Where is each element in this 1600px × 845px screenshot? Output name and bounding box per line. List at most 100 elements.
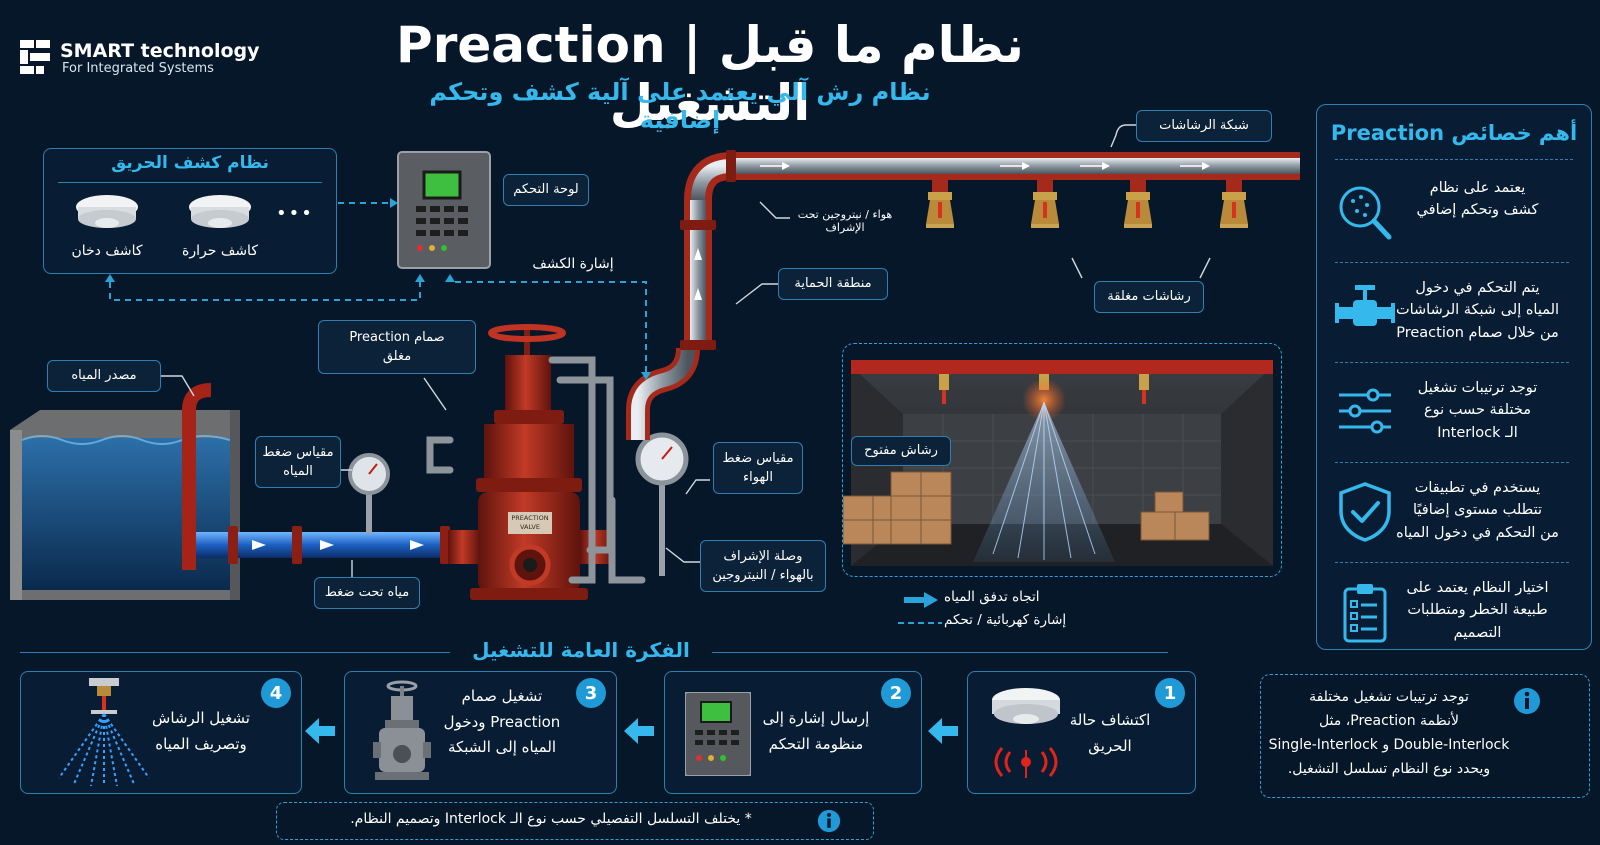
open-sprinkler-label: رشاش مفتوح: [851, 436, 951, 466]
step-line: اكتشاف حالة: [1069, 711, 1151, 729]
spraying-sprinkler-icon: [58, 678, 150, 787]
water-gauge-label-line2: المياه: [283, 464, 313, 479]
page-subtitle: نظام رش آلي يعتمد على آلية كشف وتحكم إضا…: [429, 78, 931, 134]
protected-zone-label: منطقة الحماية: [778, 268, 888, 300]
smoke-detector-label: كاشف دخان: [71, 243, 143, 259]
step-arrow-icon: [624, 718, 654, 744]
valve-label: صمام Preaction مغلق: [318, 320, 476, 374]
shield-check-icon: [1339, 482, 1391, 542]
step-arrow-icon: [305, 718, 335, 744]
supervision-label-line2: بالهواء / النيتروجين: [712, 568, 814, 583]
magnifier-circuit-icon: [1339, 186, 1392, 240]
detection-signal-label: إشارة الكشف: [532, 256, 614, 272]
footnote-info-icon: [817, 809, 841, 833]
valve-plate-line2: VALVE: [520, 523, 540, 531]
closed-sprinkler-heads: [926, 180, 1248, 228]
step-line: إرسال إشارة إلى: [762, 709, 870, 727]
interlock-info-note: توجد ترتيبات تشغيل مختلفة لأنظمة Preacti…: [1260, 674, 1590, 798]
brand-logo: [20, 40, 50, 74]
brand-name: SMART technology: [60, 40, 260, 62]
info-icon: [1514, 688, 1540, 714]
feature-line: من التحكم في دخول المياه: [1396, 524, 1559, 541]
legend-water-flow: اتجاه تدفق المياه: [944, 589, 1040, 605]
control-panel-icon: [685, 692, 751, 776]
feature-line: تتطلب مستوى إضافيًا: [1413, 502, 1542, 519]
footnote-text: * يختلف التسلسل التفصيلي حسب نوع الـ Int…: [350, 811, 752, 827]
step-line: Preaction ودخول: [443, 712, 561, 731]
signal-dashed-line-icon: [898, 622, 942, 624]
feature-line: توجد ترتيبات تشغيل: [1417, 380, 1538, 396]
smoke-detector-icon: [76, 195, 138, 228]
control-panel-label: لوحة التحكم: [503, 174, 589, 206]
step-line: المياه إلى الشبكة: [447, 738, 557, 756]
step-line: تشغيل الرشاش: [152, 709, 250, 727]
info-line: توجد ترتيبات تشغيل مختلفة: [1309, 689, 1469, 705]
control-panel-illustration: [397, 151, 491, 269]
legend-signal: إشارة كهربائية / تحكم: [944, 612, 1067, 628]
feature-line: يعتمد على نظام: [1429, 180, 1526, 196]
step-line: تشغيل صمام: [461, 687, 543, 705]
heat-detector-icon: [189, 195, 251, 228]
system-diagram: PREACTION VALVE: [10, 124, 1300, 600]
closed-sprinklers-label: رشاشات مغلقة: [1094, 281, 1204, 313]
detector-alarm-icon: [992, 688, 1060, 778]
step-number: 1: [1155, 678, 1185, 708]
footnote-box: * يختلف التسلسل التفصيلي حسب نوع الـ Int…: [276, 802, 874, 840]
feature-item: توجد ترتيبات تشغيل مختلفة حسب نوع الـ Inte…: [1317, 363, 1587, 463]
air-gauge-label-line2: الهواء: [743, 470, 774, 485]
page-title: Preaction | نظام ما قبل التشغيل: [396, 16, 1024, 132]
fire-detection-panel: نظام كشف الحريق ••• كاشف دخان كاشف حرارة: [43, 148, 337, 274]
feature-line: الـ Interlock: [1437, 424, 1518, 441]
valve-step-icon: [373, 680, 431, 780]
feature-line: كشف وتحكم إضافي: [1416, 202, 1539, 219]
air-gauge-label-line1: مقياس ضغط: [722, 450, 794, 466]
pressurized-water-label: مياه تحت ضغط: [314, 577, 420, 609]
step-line: وتصريف المياه: [155, 734, 247, 753]
valve-label-line2: مغلق: [382, 349, 412, 364]
preaction-valve: [448, 324, 612, 600]
sliders-icon: [1339, 388, 1391, 434]
feature-item: يستخدم في تطبيقات تتطلب مستوى إضافيًا من ا…: [1317, 463, 1587, 563]
water-flow-arrow-icon: [904, 592, 938, 608]
valve-label-line1: صمام Preaction: [349, 329, 445, 345]
info-line: ويحدد نوع النظام تسلسل التشغيل.: [1287, 761, 1491, 778]
step-card: 4 تشغيل الرشاش وتصريف المياه: [20, 671, 302, 794]
water-source-label: مصدر المياه: [47, 360, 161, 392]
supervision-label-line1: وصلة الإشراف: [723, 548, 803, 564]
feature-line: التصميم: [1453, 624, 1502, 641]
operation-title: الفكرة العامة للتشغيل: [472, 638, 690, 662]
room-illustration: [843, 360, 1273, 566]
heat-detector-label: كاشف حرارة: [182, 243, 258, 259]
feature-line: من خلال صمام Preaction: [1396, 324, 1559, 341]
water-gauge-label-line1: مقياس ضغط: [262, 444, 334, 460]
fire-detection-title: نظام كشف الحريق: [111, 153, 269, 173]
air-supervision-note: هواء / نيتروجين تحت الإشراف: [797, 208, 893, 234]
smart-logo-icon: [20, 40, 50, 74]
water-tank: [10, 410, 240, 600]
feature-line: يتم التحكم في دخول: [1415, 280, 1540, 296]
step-number: 2: [881, 678, 911, 708]
step-card: 3 تشغيل صمام Preaction ودخول المياه إلى ال…: [344, 671, 617, 794]
feature-line: مختلفة حسب نوع: [1424, 402, 1531, 419]
step-number: 4: [261, 678, 291, 708]
feature-item: يعتمد على نظام كشف وتحكم إضافي: [1317, 163, 1587, 263]
feature-line: يستخدم في تطبيقات: [1414, 480, 1541, 496]
info-line: Single-Interlock و Double-Interlock: [1268, 737, 1510, 754]
valve-plate-line1: PREACTION: [511, 514, 548, 522]
step-number: 3: [576, 678, 606, 708]
features-panel: أهم خصائص Preaction يعتمد على نظام كشف وت…: [1316, 104, 1592, 650]
water-gauge-label: مقياس ضغط المياه: [255, 436, 341, 488]
supervision-connection-label: وصلة الإشراف بالهواء / النيتروجين: [700, 540, 826, 592]
step-line: الحريق: [1088, 736, 1132, 755]
valve-icon: [1335, 285, 1395, 326]
step-card: 1 اكتشاف حالة الحريق: [967, 671, 1196, 794]
open-sprinkler-room: رشاش مفتوح: [842, 343, 1282, 577]
feature-item: يتم التحكم في دخول المياه إلى شبكة الرشاش…: [1317, 263, 1587, 363]
feature-line: طبيعة الخطر ومتطلبات: [1407, 602, 1548, 619]
feature-line: المياه إلى شبكة الرشاشات: [1395, 302, 1560, 319]
air-gauge-label: مقياس ضغط الهواء: [713, 442, 803, 494]
sprinkler-network-label: شبكة الرشاشات: [1136, 110, 1272, 142]
features-title: أهم خصائص Preaction: [1330, 121, 1578, 145]
